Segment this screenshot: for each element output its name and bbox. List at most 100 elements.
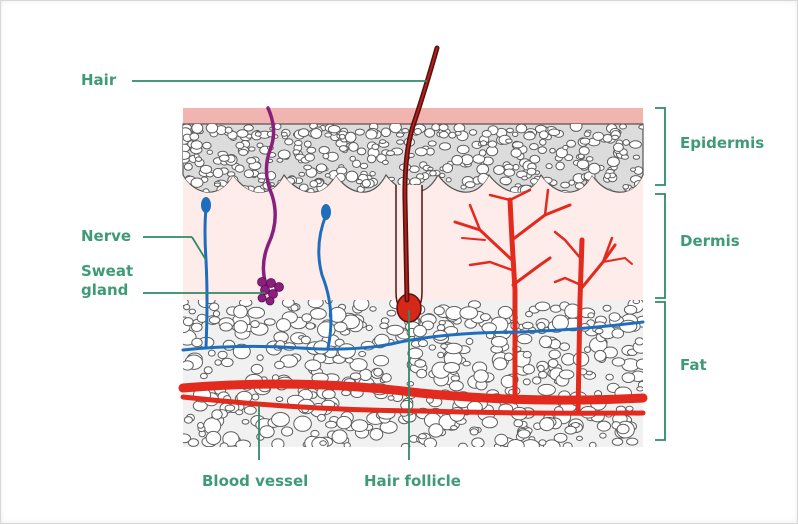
cell: [359, 352, 366, 357]
cell: [178, 434, 191, 443]
cell: [538, 365, 545, 371]
cell: [527, 168, 536, 175]
cell: [630, 141, 642, 148]
cell: [540, 418, 554, 431]
cell: [190, 133, 199, 140]
cell: [537, 322, 545, 329]
cell: [472, 438, 484, 448]
cell: [586, 157, 593, 162]
cell: [244, 406, 256, 414]
cell: [441, 344, 448, 349]
cell: [340, 134, 346, 139]
cell: [239, 149, 248, 155]
cell: [514, 420, 523, 427]
cell: [320, 441, 327, 446]
cell: [491, 337, 507, 347]
cell: [192, 338, 202, 346]
cell: [523, 379, 530, 385]
cell: [488, 141, 496, 147]
cell: [451, 376, 460, 381]
cell: [415, 148, 427, 156]
cell: [539, 440, 546, 446]
cell: [430, 171, 437, 176]
cell: [612, 438, 622, 445]
cell: [533, 377, 541, 384]
cell: [370, 172, 375, 176]
cell: [257, 143, 263, 148]
cell: [295, 141, 303, 146]
cell: [513, 132, 518, 136]
cell: [633, 155, 639, 159]
cell: [530, 144, 539, 150]
cell: [332, 430, 347, 443]
cell: [516, 124, 527, 133]
cell: [192, 323, 203, 331]
cell: [554, 433, 567, 442]
cell: [206, 123, 217, 133]
cell: [460, 307, 478, 319]
cell: [450, 381, 464, 391]
cell: [452, 155, 463, 165]
cell: [504, 353, 513, 361]
cell: [198, 423, 204, 429]
cell: [366, 130, 377, 139]
cell: [606, 374, 613, 380]
cell: [294, 416, 312, 431]
cell: [260, 426, 274, 438]
cell: [387, 325, 404, 335]
cell: [183, 318, 193, 326]
label-fat: Fat: [680, 356, 707, 375]
cell: [318, 322, 336, 338]
cell: [633, 299, 640, 303]
cell: [511, 149, 521, 158]
cell: [236, 440, 251, 449]
cell: [191, 178, 203, 187]
cell: [617, 424, 629, 434]
cell: [209, 303, 218, 311]
cell: [293, 150, 300, 155]
cell: [584, 132, 590, 137]
cell: [577, 436, 583, 440]
cell: [437, 325, 444, 331]
cell: [552, 315, 568, 330]
cell: [546, 164, 552, 169]
cell: [234, 305, 248, 318]
cell: [380, 323, 388, 329]
cell: [577, 160, 588, 169]
cell: [252, 394, 259, 400]
cell: [419, 434, 427, 439]
cell: [372, 144, 379, 150]
cell: [595, 329, 603, 334]
cell: [318, 414, 326, 421]
cell: [381, 128, 390, 137]
cell: [540, 131, 549, 139]
cell: [272, 413, 290, 427]
cell: [349, 143, 358, 152]
cell: [457, 145, 469, 153]
cell: [310, 181, 318, 188]
cell: [425, 129, 435, 138]
cell: [414, 325, 427, 336]
cell: [538, 147, 546, 154]
cell: [304, 141, 311, 147]
cell: [578, 154, 584, 158]
cell: [388, 396, 394, 401]
cell: [595, 350, 606, 361]
cell: [275, 361, 285, 368]
cell: [639, 125, 646, 129]
cell: [356, 180, 362, 184]
cell: [276, 397, 283, 402]
cell: [513, 164, 519, 170]
cell: [523, 351, 531, 358]
cell: [569, 180, 575, 185]
cell: [620, 124, 627, 129]
cell: [204, 367, 212, 374]
cell: [479, 150, 486, 156]
cell: [201, 373, 208, 378]
cell: [622, 373, 635, 383]
cell: [255, 132, 261, 136]
cell: [446, 178, 451, 182]
cell: [319, 147, 329, 154]
cell: [565, 426, 576, 434]
cell: [311, 129, 322, 139]
